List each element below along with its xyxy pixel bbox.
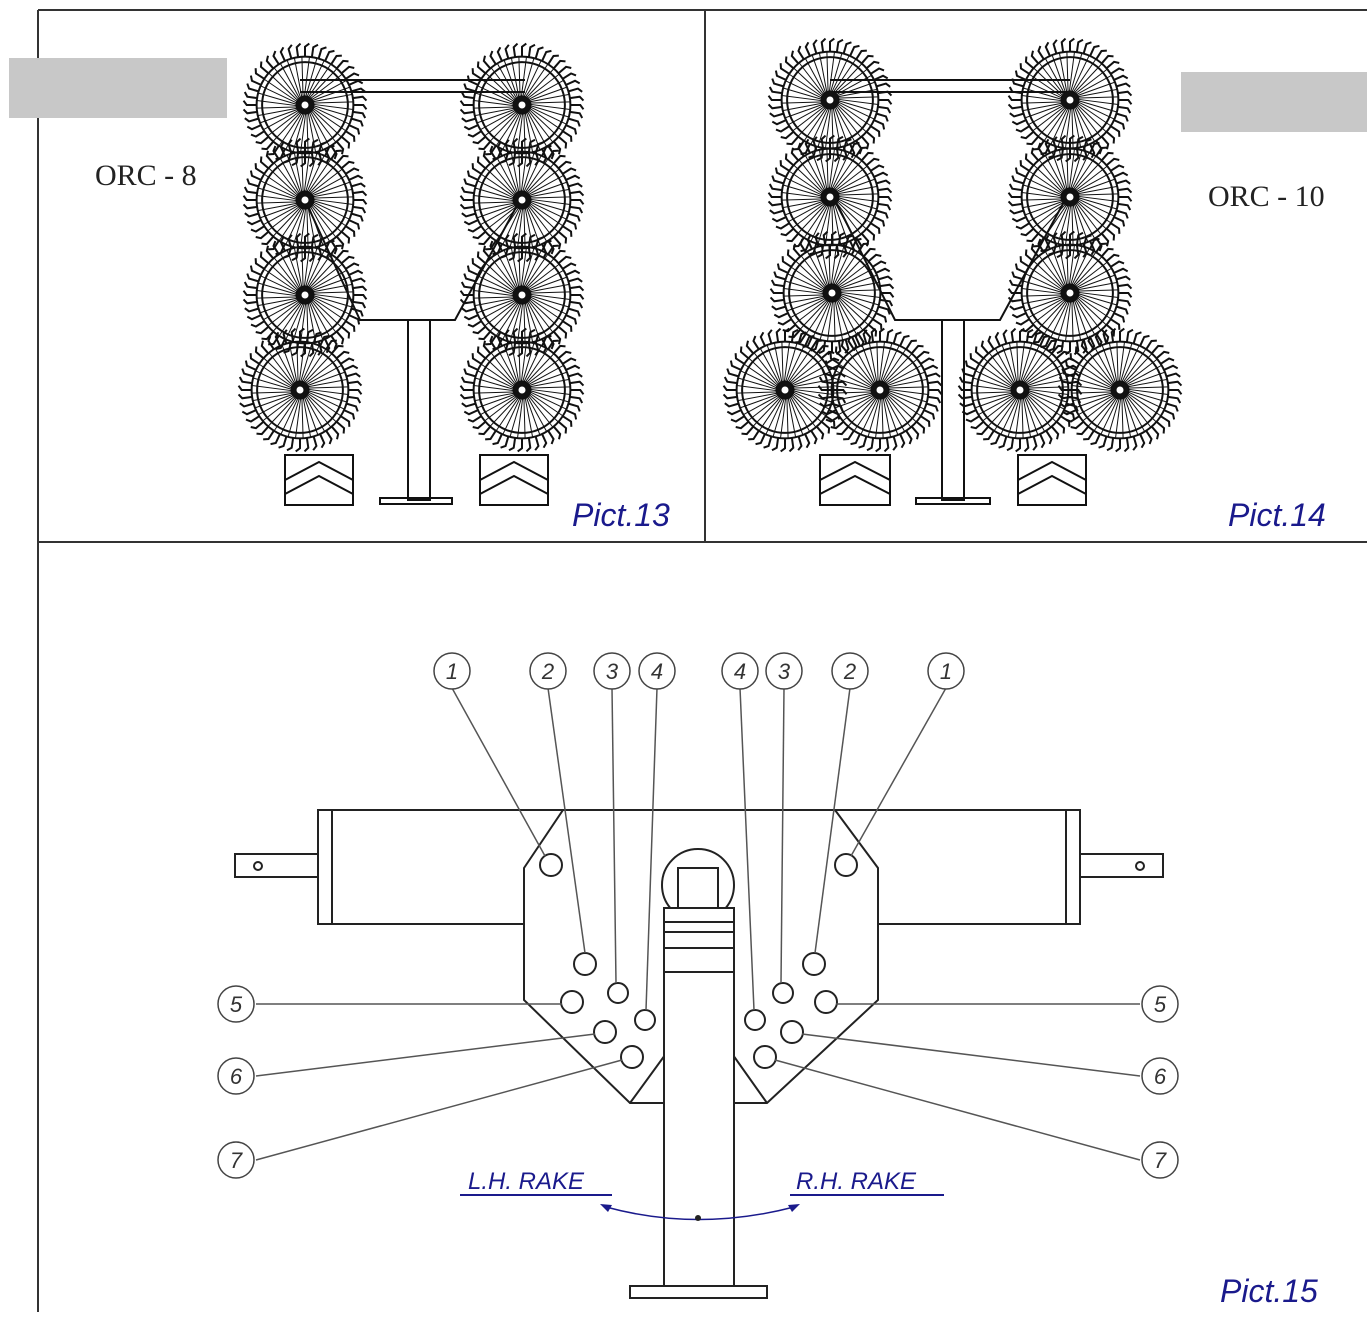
callout-1-right: 1	[927, 652, 965, 690]
svg-text:1: 1	[446, 659, 458, 684]
callout-2-right: 2	[831, 652, 869, 690]
callout-6-right: 6	[1141, 1057, 1179, 1095]
rake-wheel-1	[242, 42, 368, 168]
pict14-caption: Pict.14	[1228, 497, 1326, 533]
svg-text:6: 6	[1154, 1064, 1167, 1089]
pict15-leader-lines	[255, 687, 1141, 1161]
callout-7-right: 7	[1141, 1141, 1179, 1179]
svg-text:7: 7	[1154, 1148, 1167, 1173]
pict13-caption: Pict.13	[572, 497, 670, 533]
pict13-rake-wheels	[237, 42, 585, 453]
callout-4-left: 4	[638, 652, 676, 690]
rake-wheel-8	[459, 327, 585, 453]
rake-wheel-9	[957, 327, 1083, 453]
svg-text:3: 3	[778, 659, 791, 684]
pict13-model-label: ORC - 8	[95, 159, 197, 192]
callout-1-left: 1	[433, 652, 471, 690]
pict15-callouts: 1 2 3 4 4 3 2 1	[217, 652, 1179, 1179]
rake-wheel-7	[1007, 134, 1133, 260]
svg-text:1: 1	[940, 659, 952, 684]
svg-text:3: 3	[606, 659, 619, 684]
pict15-drawing	[234, 809, 1164, 1299]
redaction-box-right	[1181, 72, 1367, 132]
callout-5-left: 5	[217, 985, 255, 1023]
callout-6-left: 6	[217, 1057, 255, 1095]
rake-wheel-10	[1057, 327, 1183, 453]
svg-text:4: 4	[734, 659, 746, 684]
redaction-box-left	[9, 58, 227, 118]
svg-text:4: 4	[651, 659, 663, 684]
rake-wheel-2	[767, 134, 893, 260]
pict14-drawing	[819, 79, 1087, 506]
svg-text:2: 2	[843, 659, 856, 684]
svg-text:6: 6	[230, 1064, 243, 1089]
rake-wheel-3	[242, 232, 368, 358]
svg-text:5: 5	[1154, 992, 1167, 1017]
rake-pivot-dot	[695, 1215, 701, 1221]
svg-text:2: 2	[541, 659, 554, 684]
rake-wheel-4	[722, 327, 848, 453]
sheet-frame	[37, 9, 1367, 1312]
rake-wheel-5	[817, 327, 943, 453]
rake-wheel-7	[459, 232, 585, 358]
callout-3-left: 3	[593, 652, 631, 690]
rake-wheel-2	[242, 137, 368, 263]
pict15-caption: Pict.15	[1220, 1273, 1318, 1309]
right-rake-label: R.H. RAKE	[796, 1168, 917, 1195]
pict14-model-label: ORC - 10	[1208, 180, 1325, 213]
callout-5-right: 5	[1141, 985, 1179, 1023]
callout-7-left: 7	[217, 1141, 255, 1179]
callout-4-right: 4	[721, 652, 759, 690]
rake-wheel-6	[459, 137, 585, 263]
rake-wheel-3	[769, 230, 895, 356]
left-rake-label: L.H. RAKE	[468, 1168, 585, 1195]
rake-wheel-4	[237, 327, 363, 453]
callout-3-right: 3	[765, 652, 803, 690]
pict14-rake-wheels	[722, 37, 1183, 453]
svg-text:5: 5	[230, 992, 243, 1017]
rake-wheel-1	[767, 37, 893, 163]
rake-arrowhead-right	[788, 1204, 800, 1212]
rake-arrowhead-left	[600, 1204, 612, 1212]
svg-text:7: 7	[230, 1148, 243, 1173]
callout-2-left: 2	[529, 652, 567, 690]
